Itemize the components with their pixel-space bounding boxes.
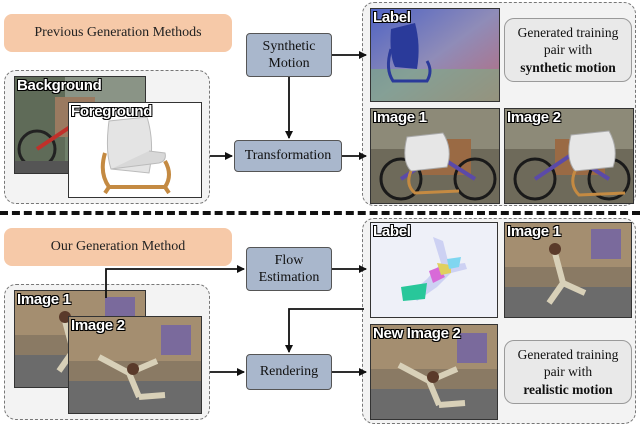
rendering-text: Rendering — [259, 364, 319, 380]
top-image2-picture — [505, 109, 633, 203]
bottom-caption-line1: Generated training — [517, 347, 619, 363]
bottom-caption: Generated training pair with realistic m… — [504, 340, 632, 404]
background-tag: Background — [17, 77, 102, 94]
flow-estimation-box: Flow Estimation — [246, 247, 332, 291]
bottom-output-image1: Image 1 — [504, 222, 632, 318]
bottom-input-image2-tag: Image 2 — [71, 317, 125, 334]
section-divider — [0, 211, 640, 215]
bottom-input-image1-tag: Image 1 — [17, 291, 71, 308]
our-method-label: Our Generation Method — [4, 228, 232, 266]
new-image2-picture — [371, 325, 497, 419]
bottom-label-image: Label — [370, 222, 498, 318]
rendering-box: Rendering — [246, 354, 332, 390]
bottom-caption-emph: realistic motion — [523, 381, 613, 397]
bottom-output-image1-tag: Image 1 — [507, 223, 561, 240]
our-method-text: Our Generation Method — [50, 239, 186, 254]
foreground-image: Foreground — [68, 102, 202, 198]
bottom-input-image2: Image 2 — [68, 316, 202, 414]
new-image2: New Image 2 — [370, 324, 498, 420]
bottom-input-image2-picture — [69, 317, 201, 413]
bottom-output-image1-picture — [505, 223, 631, 317]
previous-methods-label: Previous Generation Methods — [4, 14, 232, 52]
arrow-label-to-rendering — [285, 308, 364, 353]
top-image2-tag: Image 2 — [507, 109, 561, 126]
bottom-label-tag: Label — [373, 223, 411, 240]
top-label-image: Label — [370, 8, 500, 102]
top-image1-picture — [371, 109, 499, 203]
transformation-text: Transformation — [244, 148, 332, 164]
bottom-label-flow — [371, 223, 497, 317]
synthetic-motion-box: Synthetic Motion — [246, 33, 332, 77]
top-label-flow — [371, 9, 499, 101]
top-image2: Image 2 — [504, 108, 634, 204]
top-caption-line1: Generated training — [517, 25, 619, 41]
top-caption-emph: synthetic motion — [520, 59, 616, 75]
flow-estimation-text: Flow Estimation — [258, 252, 320, 286]
transformation-box: Transformation — [234, 140, 342, 172]
top-caption: Generated training pair with synthetic m… — [504, 18, 632, 82]
top-image1: Image 1 — [370, 108, 500, 204]
new-image2-tag: New Image 2 — [373, 325, 461, 342]
bottom-caption-line2: pair with — [543, 364, 593, 380]
top-image1-tag: Image 1 — [373, 109, 427, 126]
foreground-tag: Foreground — [71, 103, 153, 120]
synthetic-motion-text: Synthetic Motion — [262, 38, 316, 72]
top-label-tag: Label — [373, 9, 411, 26]
foreground-chair — [69, 103, 201, 197]
top-caption-line2: pair with — [543, 42, 593, 58]
previous-methods-text: Previous Generation Methods — [34, 25, 202, 40]
